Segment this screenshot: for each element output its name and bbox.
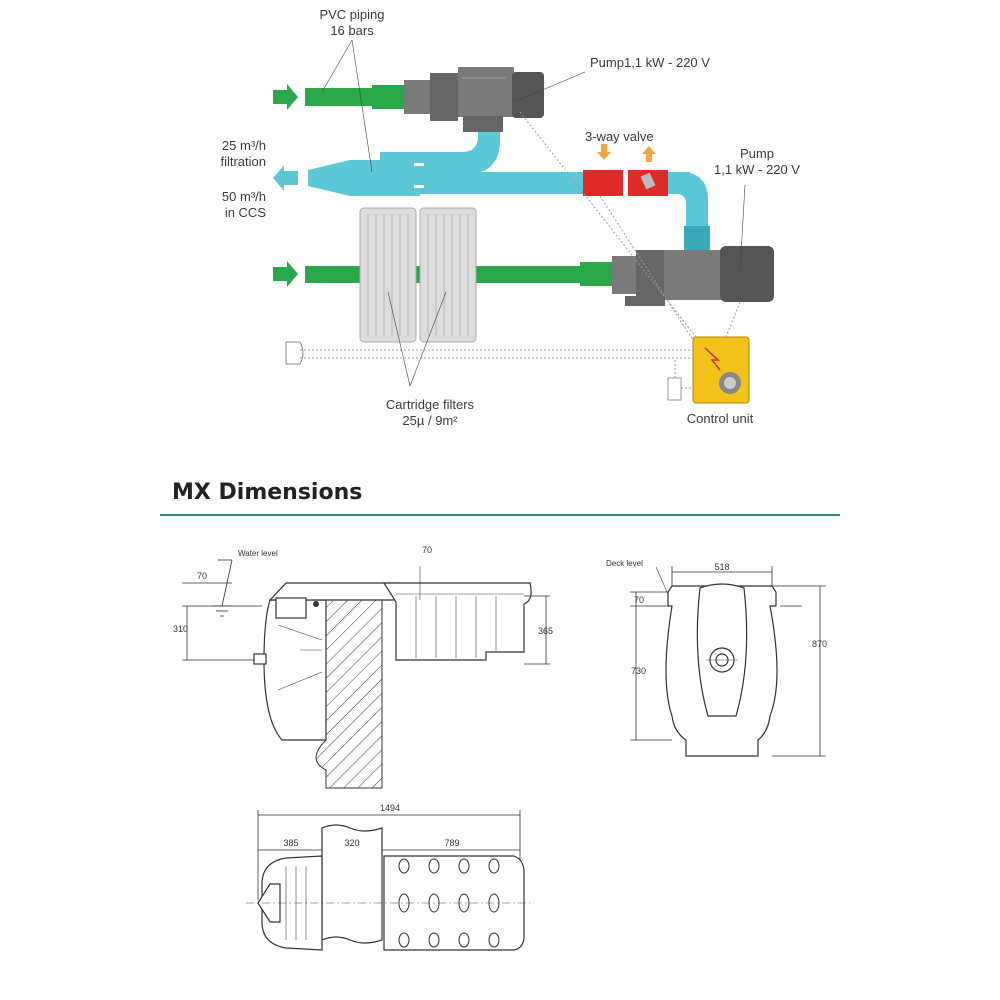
pump-right-label-line1: Pump (740, 146, 774, 161)
valve-label: 3-way valve (585, 129, 654, 144)
cartridge-filter (359, 207, 417, 343)
control-unit-label: Control unit (687, 411, 754, 426)
section-title: MX Dimensions (172, 480, 362, 505)
pipe-marker (414, 163, 424, 166)
dim-870: 870 (812, 639, 827, 649)
flow-b-line1: 50 m³/h (222, 189, 266, 204)
pool-wall (315, 599, 383, 789)
arrow-down-icon (597, 144, 611, 160)
green-pipe-top (305, 88, 380, 106)
cyan-pipe-upper (380, 152, 472, 174)
flow-a-line1: 25 m³/h (222, 138, 266, 153)
deck-level-label: Deck level (606, 559, 643, 568)
cartridge-filters (359, 207, 477, 343)
filters-label-line1: Cartridge filters (386, 397, 475, 412)
pump-bottom (580, 246, 774, 306)
dim-70-front: 70 (634, 595, 644, 605)
pvc-label-line1: PVC piping (319, 7, 384, 22)
dim-365: 365 (538, 626, 553, 636)
cyan-arrow-icon (273, 165, 298, 191)
cartridge-filter (419, 207, 477, 343)
control-unit (692, 336, 750, 404)
top-view-drawing: 1494 385 320 789 (246, 803, 530, 951)
valve-handle (640, 172, 656, 190)
green-arrow-bottom-icon (273, 261, 298, 287)
valve-left (583, 170, 623, 196)
flow-b-line2: in CCS (225, 205, 267, 220)
installation-schematic: PVC piping 16 bars Pump1,1 kW - 220 V 3-… (220, 7, 800, 428)
dim-1494: 1494 (380, 803, 400, 813)
flow-a-line2: filtration (220, 154, 266, 169)
front-view-drawing: Deck level 518 70 730 870 (606, 559, 827, 757)
dim-70-left: 70 (197, 571, 207, 581)
side-view-drawing: Water level 70 70 310 365 (173, 545, 553, 789)
arrow-up-icon (642, 146, 656, 162)
dim-789: 789 (444, 838, 459, 848)
cyan-pipe-horizontal (418, 172, 588, 194)
dim-310: 310 (173, 624, 188, 634)
spotlight-icon (285, 341, 304, 365)
filters-label-line2: 25µ / 9m² (402, 413, 458, 428)
dim-730: 730 (631, 666, 646, 676)
cyan-elbow-top (462, 120, 500, 174)
dim-320: 320 (344, 838, 359, 848)
dim-518: 518 (714, 562, 729, 572)
dim-385: 385 (283, 838, 298, 848)
water-level-label: Water level (238, 549, 278, 558)
dim-70-top: 70 (422, 545, 432, 555)
pipe-marker (414, 185, 424, 188)
pump-top-label: Pump1,1 kW - 220 V (590, 55, 710, 70)
pump-right-label-line2: 1,1 kW - 220 V (714, 162, 800, 177)
lightning-icon (704, 347, 721, 371)
cyan-elbow-right (676, 172, 708, 230)
pvc-label-line2: 16 bars (330, 23, 374, 38)
green-arrow-top-icon (273, 84, 298, 110)
pump-top (372, 67, 544, 132)
switch-box (667, 377, 682, 401)
